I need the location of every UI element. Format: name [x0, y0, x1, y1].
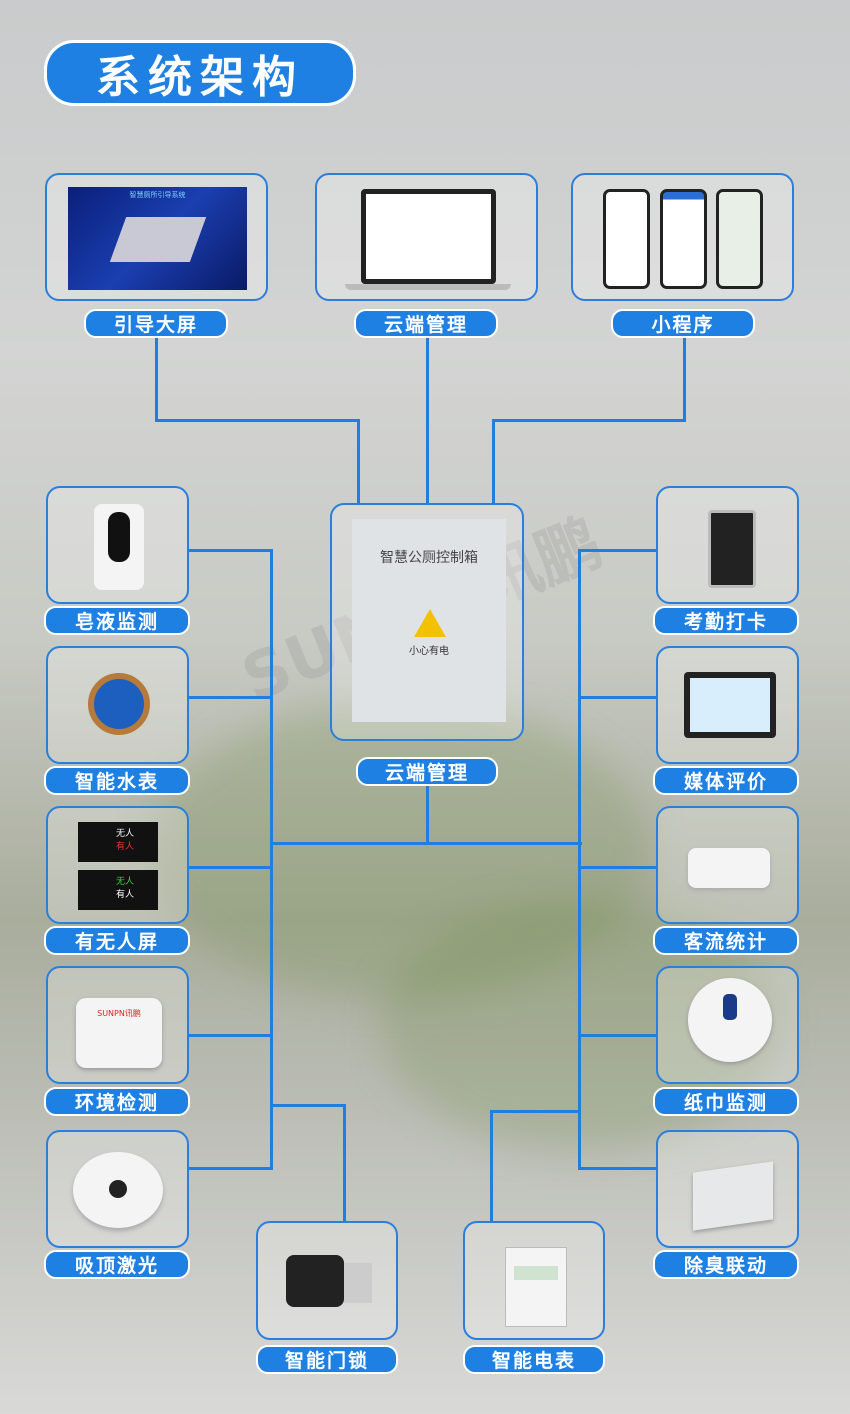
label-passenger-count: 客流统计	[653, 926, 799, 955]
passenger-count-card	[656, 806, 799, 924]
people-counter-image	[688, 848, 770, 888]
control-box-title: 智慧公厕控制箱	[380, 550, 478, 566]
label-deodorize: 除臭联动	[653, 1250, 799, 1279]
label-soap: 皂液监测	[44, 606, 190, 635]
phone-image	[716, 189, 763, 289]
occupancy-sign-red: 无人有人	[78, 822, 158, 862]
ceiling-laser-image	[73, 1152, 163, 1228]
occupancy-screen-card: 无人有人 无人有人	[46, 806, 189, 924]
label-attendance: 考勤打卡	[653, 606, 799, 635]
deodorizer-image	[693, 1161, 773, 1231]
warning-text: 小心有电	[409, 646, 449, 657]
label-water-meter: 智能水表	[44, 766, 190, 795]
label-door-lock: 智能门锁	[256, 1345, 398, 1374]
environment-sensor-image: SUNPN讯鹏	[76, 998, 162, 1068]
phone-image	[603, 189, 650, 289]
water-meter-card	[46, 646, 189, 764]
label-cloud-management: 云端管理	[354, 309, 498, 338]
page-title: 系统架构	[44, 40, 356, 106]
label-occupancy: 有无人屏	[44, 926, 190, 955]
control-box-image: 智慧公厕控制箱 小心有电	[352, 519, 506, 722]
label-tissue: 纸巾监测	[653, 1087, 799, 1116]
label-ceiling-laser: 吸顶激光	[44, 1250, 190, 1279]
door-lock-image	[286, 1255, 344, 1307]
rating-tablet-image	[684, 672, 776, 738]
tissue-dispenser-image	[688, 978, 772, 1062]
label-media-rating: 媒体评价	[653, 766, 799, 795]
media-rating-card	[656, 646, 799, 764]
label-mini-program: 小程序	[611, 309, 755, 338]
control-box-card: 智慧公厕控制箱 小心有电	[330, 503, 524, 741]
water-meter-image	[88, 673, 150, 735]
soap-dispenser-image	[94, 504, 144, 590]
cloud-laptop-card	[315, 173, 538, 301]
deodorize-card	[656, 1130, 799, 1248]
label-environment: 环境检测	[44, 1087, 190, 1116]
electric-meter-image	[505, 1247, 567, 1327]
electric-meter-card	[463, 1221, 605, 1340]
warning-icon	[414, 609, 446, 637]
guide-screen-card: 智慧厕所引导系统	[45, 173, 268, 301]
ceiling-laser-card	[46, 1130, 189, 1248]
phone-image	[660, 189, 707, 289]
door-lock-card	[256, 1221, 398, 1340]
screen-title: 智慧厕所引导系统	[129, 191, 186, 199]
label-guide-screen: 引导大屏	[84, 309, 228, 338]
guide-screen-image: 智慧厕所引导系统	[68, 187, 247, 290]
label-electric-meter: 智能电表	[463, 1345, 605, 1374]
environment-card: SUNPN讯鹏	[46, 966, 189, 1084]
occupancy-sign-green: 无人有人	[78, 870, 158, 910]
attendance-reader-image	[708, 510, 756, 588]
tissue-monitor-card	[656, 966, 799, 1084]
laptop-image	[361, 189, 496, 284]
attendance-card	[656, 486, 799, 604]
mini-program-card	[571, 173, 794, 301]
label-center-cloud: 云端管理	[356, 757, 498, 786]
soap-monitor-card	[46, 486, 189, 604]
